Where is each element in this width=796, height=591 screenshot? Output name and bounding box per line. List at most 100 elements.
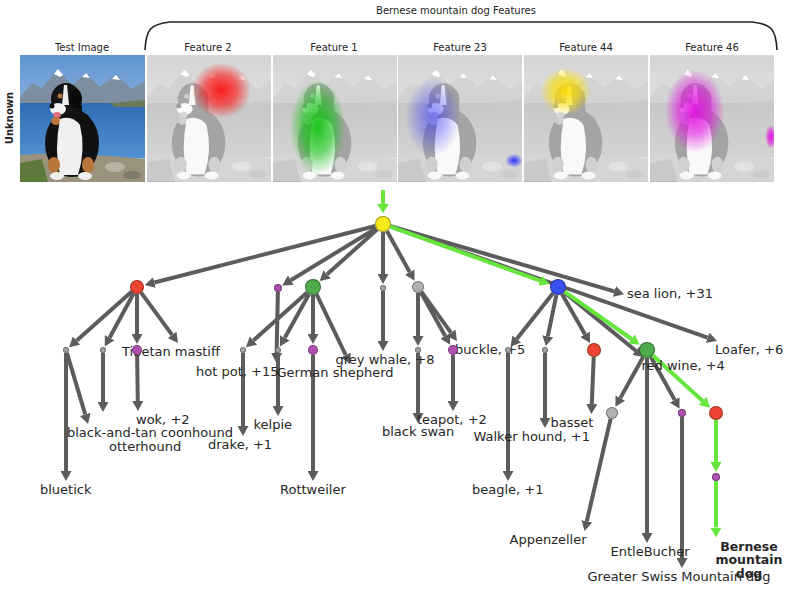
node-label: Appenzeller (510, 533, 587, 547)
tree-edge (381, 291, 385, 341)
tree-edge (101, 353, 105, 402)
panel-label: Feature 2 (184, 42, 231, 53)
tree-edge (277, 292, 278, 353)
tree-edge (317, 294, 346, 355)
tree-node (63, 347, 69, 353)
decision-path-edge (714, 420, 718, 462)
tree-edge (620, 357, 643, 398)
class-leaf: otterhound (109, 440, 181, 454)
decision-path-edge (391, 227, 541, 281)
tree-edge (110, 293, 134, 338)
class-leaf: beagle, +1 (472, 483, 544, 497)
node-label: basset (551, 416, 594, 430)
node-label: EntleBucher (611, 545, 690, 559)
tree-edge (64, 353, 68, 471)
node-label: hot pot, +15 (196, 365, 278, 379)
class-leaf: teapot, +2 (417, 413, 487, 427)
tree-edge (67, 353, 85, 415)
tree-node (130, 280, 144, 294)
node-label: German shepherd (277, 366, 394, 380)
tree-edge (387, 231, 410, 272)
class-leaf: sea lion, +31 (627, 287, 713, 301)
class-leaf: hot pot, +15 (196, 365, 278, 379)
node-label: sea lion, +31 (627, 287, 713, 301)
class-leaf: German shepherd (277, 366, 394, 380)
tree-edge (311, 295, 315, 334)
class-leaf: Rottweiler (280, 483, 346, 497)
node-label: beagle, +1 (472, 483, 544, 497)
tree-edge (291, 228, 376, 280)
node-label: Walker hound, +1 (474, 430, 591, 444)
class-leaf: kelpie (254, 418, 293, 432)
tree-edge (241, 353, 245, 426)
tree-node (274, 284, 282, 292)
tree-node (712, 473, 720, 481)
decision-path-edge (714, 481, 718, 528)
class-leaf: basset (551, 416, 594, 430)
panel-label: Feature 46 (685, 42, 739, 53)
decision-path-edge (565, 292, 632, 339)
tree-node (505, 347, 511, 353)
node-label: bluetick (40, 483, 92, 497)
class-leaf: Walker hound, +1 (474, 430, 591, 444)
node-label: grey whale, +8 (336, 353, 435, 367)
node-label: Loafer, +6 (715, 343, 783, 357)
class-leaf: Loafer, +6 (715, 343, 783, 357)
panel-label: Feature 1 (310, 42, 357, 53)
tree-node (308, 345, 318, 355)
tree-node (380, 285, 386, 291)
tree-node (240, 347, 246, 353)
tree-node (412, 281, 424, 293)
tree-edge (451, 355, 455, 401)
tree-node (678, 409, 686, 417)
tree-edge (592, 357, 594, 404)
class-leaf: buckle, +5 (455, 343, 525, 357)
tree-edge (680, 417, 684, 558)
tree-node (606, 407, 618, 419)
tree-node (275, 347, 281, 353)
node-label: red wine, +4 (642, 359, 725, 373)
tree-node (709, 406, 723, 420)
class-leaf: Appenzeller (510, 533, 587, 547)
tree-edge (564, 292, 636, 351)
tree-node (550, 279, 566, 295)
tree-edge (422, 292, 452, 333)
class-leaf: grey whale, +8 (336, 353, 435, 367)
row-label: Unknown (4, 92, 15, 144)
tree-node (415, 347, 421, 353)
tree-node (587, 343, 601, 357)
class-leaf: bluetick (40, 483, 92, 497)
tree-edge (506, 353, 510, 471)
tree-edge (587, 419, 611, 522)
node-label: drake, +1 (208, 438, 272, 452)
class-leaf: black swan (382, 425, 454, 439)
tree-node (305, 279, 321, 295)
tree-node (100, 347, 106, 353)
tree-edge (135, 294, 139, 334)
tree-edge (253, 292, 307, 340)
panel-label: Feature 44 (559, 42, 613, 53)
tree-edge (327, 229, 377, 274)
tree-edge (135, 355, 140, 401)
tree-node (448, 345, 458, 355)
class-leaf: Bernese mountain dog (704, 540, 794, 581)
node-label: teapot, +2 (417, 413, 487, 427)
tree-edge (645, 358, 649, 533)
tree-edge (141, 293, 172, 335)
panel-label: Test Image (55, 42, 109, 53)
tree-node (542, 347, 548, 353)
class-leaf: wok, +2 (136, 413, 190, 427)
tree-edge (154, 226, 375, 283)
tree-node (375, 216, 391, 232)
tree-edge (416, 293, 420, 336)
tree-edge (391, 226, 615, 291)
tree-edge (543, 353, 547, 418)
class-leaf: EntleBucher (611, 545, 690, 559)
tree-edge (381, 232, 385, 274)
panel-label: Feature 23 (433, 42, 487, 53)
node-label: Bernese mountain dog (704, 540, 794, 581)
tree-node (132, 345, 142, 355)
node-label: otterhound (109, 440, 181, 454)
tree-edge (548, 295, 557, 337)
